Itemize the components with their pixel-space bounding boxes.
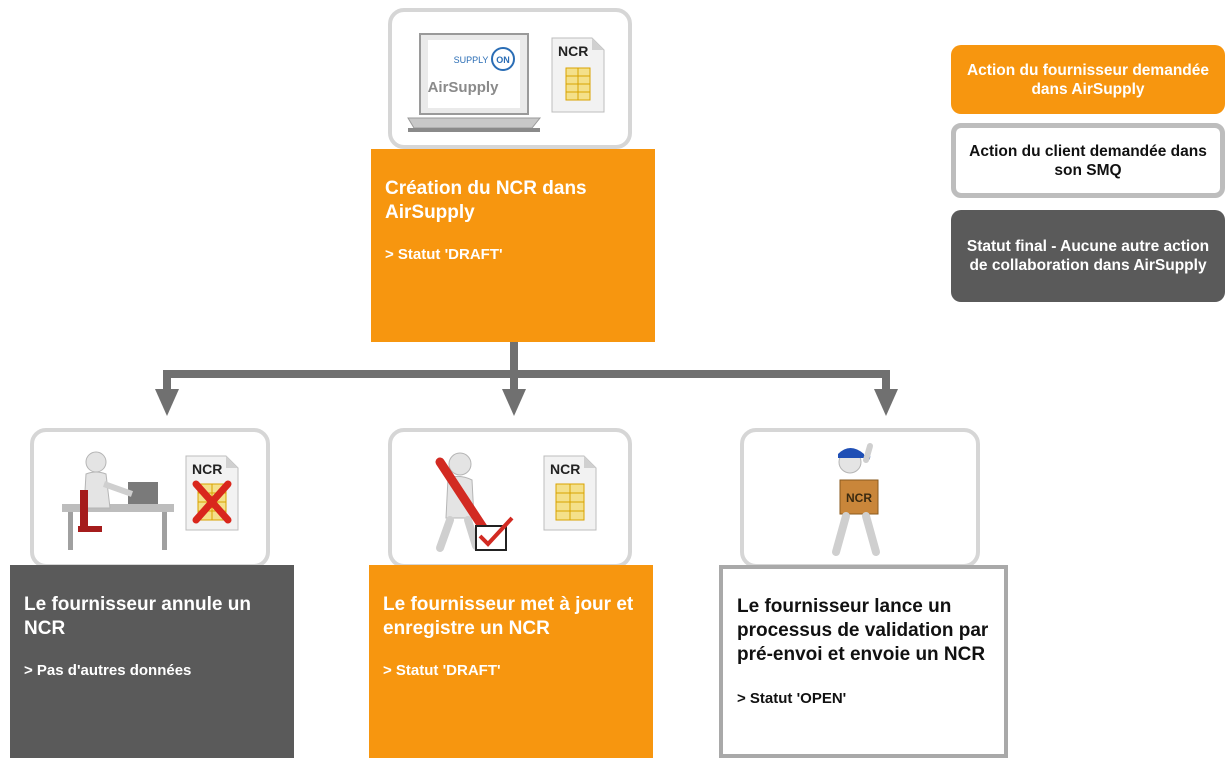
svg-text:NCR: NCR bbox=[558, 43, 588, 59]
middle-step-status: > Statut 'DRAFT' bbox=[383, 662, 501, 679]
svg-text:ON: ON bbox=[496, 55, 510, 65]
legend-final-status: Statut final - Aucune autre action de co… bbox=[951, 210, 1225, 302]
right-step-box: Le fournisseur lance un processus de val… bbox=[719, 565, 1008, 758]
right-image-frame: NCR bbox=[740, 428, 980, 568]
svg-text:NCR: NCR bbox=[846, 491, 872, 505]
middle-step-title: Le fournisseur met à jour et enregistre … bbox=[383, 594, 634, 639]
ncr-document-icon: NCR bbox=[551, 37, 605, 113]
left-image-frame: NCR bbox=[30, 428, 270, 568]
arrow-middle bbox=[502, 389, 526, 416]
top-step-status: > Statut 'DRAFT' bbox=[385, 246, 503, 263]
left-step-title: Le fournisseur annule un NCR bbox=[24, 594, 251, 639]
arrow-left bbox=[155, 389, 179, 416]
top-step-title: Création du NCR dans AirSupply bbox=[385, 178, 587, 223]
svg-text:NCR: NCR bbox=[192, 461, 222, 477]
person-carrying-ncr-box-icon: NCR bbox=[832, 443, 880, 556]
top-image-frame: SUPPLY ON AirSupply NCR bbox=[388, 8, 632, 149]
arrow-right bbox=[874, 389, 898, 416]
right-step-title: Le fournisseur lance un processus de val… bbox=[737, 596, 989, 665]
right-step-status: > Statut 'OPEN' bbox=[737, 690, 847, 707]
person-with-pencil-icon bbox=[435, 452, 514, 552]
person-at-desk-icon bbox=[62, 451, 174, 550]
legend-supplier-action: Action du fournisseur demandée dans AirS… bbox=[951, 45, 1225, 114]
airsupply-label: AirSupply bbox=[428, 79, 499, 96]
supplyon-logo: SUPPLY bbox=[454, 55, 489, 65]
ncr-edited-icon: NCR bbox=[543, 455, 597, 531]
left-step-box: Le fournisseur annule un NCR > Pas d'aut… bbox=[10, 565, 294, 758]
ncr-cancelled-icon: NCR bbox=[185, 455, 239, 531]
middle-step-box: Le fournisseur met à jour et enregistre … bbox=[369, 565, 653, 758]
svg-text:NCR: NCR bbox=[550, 461, 580, 477]
top-step-box: Création du NCR dans AirSupply > Statut … bbox=[371, 149, 655, 342]
laptop-airsupply-icon: SUPPLY ON AirSupply bbox=[407, 33, 542, 132]
legend-client-action: Action du client demandée dans son SMQ bbox=[951, 123, 1225, 198]
left-step-status: > Pas d'autres données bbox=[24, 662, 192, 679]
middle-image-frame: NCR bbox=[388, 428, 632, 568]
